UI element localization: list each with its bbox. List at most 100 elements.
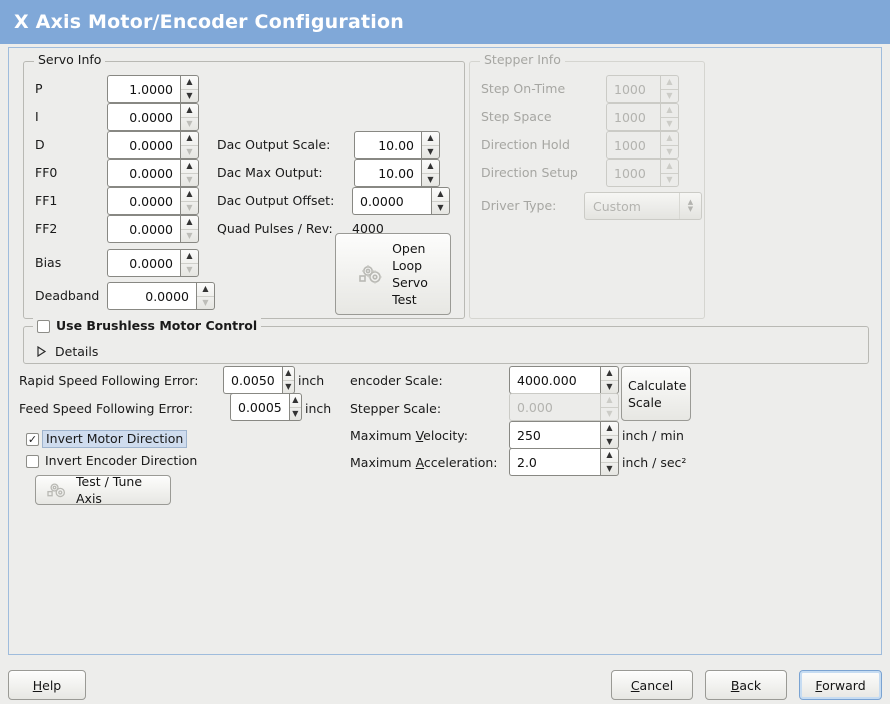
test-tune-axis-button[interactable]: Test / Tune Axis [35, 474, 171, 506]
invert-motor-direction-checkbox[interactable]: ✓ Invert Motor Direction [26, 430, 188, 448]
spin-ff0-buttons[interactable]: ▲ ▼ [180, 159, 199, 187]
spin-up-icon[interactable]: ▲ [181, 132, 198, 146]
spin-encoder-scale-value[interactable]: 4000.000 [509, 366, 600, 394]
spin-dac-max-output-buttons[interactable]: ▲ ▼ [421, 159, 440, 187]
spin-up-icon[interactable]: ▲ [601, 449, 618, 463]
page-title: X Axis Motor/Encoder Configuration [14, 11, 404, 33]
spin-rapid-following-error-value[interactable]: 0.0050 [223, 366, 282, 394]
spin-d[interactable]: 0.0000 ▲ ▼ [107, 131, 199, 159]
spin-bias[interactable]: 0.0000 ▲ ▼ [107, 249, 199, 277]
spin-up-icon[interactable]: ▲ [181, 216, 198, 230]
checkbox-box[interactable]: ✓ [26, 432, 39, 446]
spin-up-icon[interactable]: ▲ [289, 394, 301, 408]
spin-p[interactable]: 1.0000 ▲ ▼ [107, 75, 199, 103]
spin-down-icon[interactable]: ▼ [606, 381, 613, 391]
spin-up-icon[interactable]: ▲ [181, 160, 198, 174]
cancel-button[interactable]: Cancel [611, 670, 693, 700]
spin-dac-output-scale-buttons[interactable]: ▲ ▼ [421, 131, 440, 159]
spin-down-icon[interactable]: ▼ [437, 202, 444, 212]
spin-deadband-buttons[interactable]: ▲ ▼ [196, 282, 215, 310]
spin-down-icon[interactable]: ▼ [292, 408, 299, 418]
spin-down-icon[interactable]: ▼ [285, 381, 292, 391]
spin-ff2[interactable]: 0.0000 ▲ ▼ [107, 215, 199, 243]
spin-down-icon[interactable]: ▼ [186, 202, 193, 212]
spin-ff0[interactable]: 0.0000 ▲ ▼ [107, 159, 199, 187]
spin-d-value[interactable]: 0.0000 [107, 131, 180, 159]
spin-d-buttons[interactable]: ▲ ▼ [180, 131, 199, 159]
spin-bias-buttons[interactable]: ▲ ▼ [180, 249, 199, 277]
spin-down-icon[interactable]: ▼ [202, 297, 209, 307]
spin-up-icon[interactable]: ▲ [282, 367, 294, 381]
spin-down-icon[interactable]: ▼ [186, 264, 193, 274]
spin-down-icon[interactable]: ▼ [427, 146, 434, 156]
checkbox-box[interactable] [26, 454, 39, 468]
spin-i-buttons[interactable]: ▲ ▼ [180, 103, 199, 131]
spin-encoder-scale-buttons[interactable]: ▲ ▼ [600, 366, 619, 394]
spin-rapid-following-error-buttons[interactable]: ▲ ▼ [281, 366, 295, 394]
spin-ff0-value[interactable]: 0.0000 [107, 159, 180, 187]
open-loop-servo-test-button[interactable]: Open Loop Servo Test [335, 233, 451, 315]
label-maximum-acceleration: Maximum Acceleration: [350, 455, 497, 471]
spin-deadband[interactable]: 0.0000 ▲ ▼ [107, 282, 215, 310]
use-brushless-motor-control-checkbox[interactable]: Use Brushless Motor Control [33, 318, 262, 334]
spin-dac-max-output-value[interactable]: 10.00 [354, 159, 421, 187]
spin-down-icon[interactable]: ▼ [186, 90, 193, 100]
label-stepper-scale: Stepper Scale: [350, 401, 442, 416]
spin-down-icon[interactable]: ▼ [186, 118, 193, 128]
spin-encoder-scale[interactable]: 4000.000 ▲ ▼ [509, 366, 619, 394]
spin-stepper-scale: 0.000 ▲ ▼ [509, 393, 619, 421]
details-expander[interactable]: Details [36, 344, 98, 359]
spin-ff2-buttons[interactable]: ▲ ▼ [180, 215, 199, 243]
spin-i[interactable]: 0.0000 ▲ ▼ [107, 103, 199, 131]
help-button[interactable]: Help [8, 670, 86, 700]
spin-down-icon[interactable]: ▼ [186, 230, 193, 240]
spin-up-icon[interactable]: ▲ [422, 160, 439, 174]
spin-rapid-following-error[interactable]: 0.0050 ▲ ▼ [223, 366, 295, 394]
spin-maximum-velocity-buttons[interactable]: ▲ ▼ [600, 421, 619, 449]
spin-up-icon[interactable]: ▲ [181, 250, 198, 264]
spin-maximum-acceleration[interactable]: 2.0 ▲ ▼ [509, 448, 619, 476]
forward-button-label: Forward [815, 678, 865, 693]
spin-maximum-velocity-value[interactable]: 250 [509, 421, 600, 449]
spin-dac-max-output[interactable]: 10.00 ▲ ▼ [354, 159, 440, 187]
spin-down-icon[interactable]: ▼ [606, 436, 613, 446]
spin-ff1[interactable]: 0.0000 ▲ ▼ [107, 187, 199, 215]
spin-dac-output-scale-value[interactable]: 10.00 [354, 131, 421, 159]
spin-feed-following-error-value[interactable]: 0.0005 [230, 393, 289, 421]
forward-button[interactable]: Forward [799, 670, 882, 700]
spin-maximum-velocity[interactable]: 250 ▲ ▼ [509, 421, 619, 449]
spin-dac-output-offset[interactable]: 0.0000 ▲ ▼ [352, 187, 450, 215]
spin-ff1-value[interactable]: 0.0000 [107, 187, 180, 215]
spin-p-buttons[interactable]: ▲ ▼ [180, 75, 199, 103]
calculate-scale-button[interactable]: Calculate Scale [621, 366, 691, 421]
spin-bias-value[interactable]: 0.0000 [107, 249, 180, 277]
spin-ff1-buttons[interactable]: ▲ ▼ [180, 187, 199, 215]
spin-deadband-value[interactable]: 0.0000 [107, 282, 196, 310]
spin-feed-following-error[interactable]: 0.0005 ▲ ▼ [230, 393, 302, 421]
spin-i-value[interactable]: 0.0000 [107, 103, 180, 131]
spin-up-icon[interactable]: ▲ [601, 422, 618, 436]
checkbox-box[interactable] [37, 319, 50, 333]
spin-up-icon[interactable]: ▲ [432, 188, 449, 202]
spin-up-icon[interactable]: ▲ [181, 76, 198, 90]
invert-encoder-direction-checkbox[interactable]: Invert Encoder Direction [26, 453, 197, 469]
spin-up-icon[interactable]: ▲ [197, 283, 214, 297]
spin-maximum-acceleration-value[interactable]: 2.0 [509, 448, 600, 476]
spin-up-icon[interactable]: ▲ [422, 132, 439, 146]
chevron-right-icon[interactable] [36, 346, 47, 357]
spin-p-value[interactable]: 1.0000 [107, 75, 180, 103]
spin-dac-output-offset-value[interactable]: 0.0000 [352, 187, 431, 215]
spin-up-icon[interactable]: ▲ [181, 104, 198, 118]
spin-down-icon[interactable]: ▼ [427, 174, 434, 184]
spin-ff2-value[interactable]: 0.0000 [107, 215, 180, 243]
spin-down-icon[interactable]: ▼ [606, 463, 613, 473]
spin-down-icon[interactable]: ▼ [186, 146, 193, 156]
spin-dac-output-offset-buttons[interactable]: ▲ ▼ [431, 187, 450, 215]
spin-up-icon[interactable]: ▲ [601, 367, 618, 381]
spin-maximum-acceleration-buttons[interactable]: ▲ ▼ [600, 448, 619, 476]
spin-feed-following-error-buttons[interactable]: ▲ ▼ [288, 393, 302, 421]
back-button[interactable]: Back [705, 670, 787, 700]
spin-down-icon[interactable]: ▼ [186, 174, 193, 184]
spin-dac-output-scale[interactable]: 10.00 ▲ ▼ [354, 131, 440, 159]
spin-up-icon[interactable]: ▲ [181, 188, 198, 202]
